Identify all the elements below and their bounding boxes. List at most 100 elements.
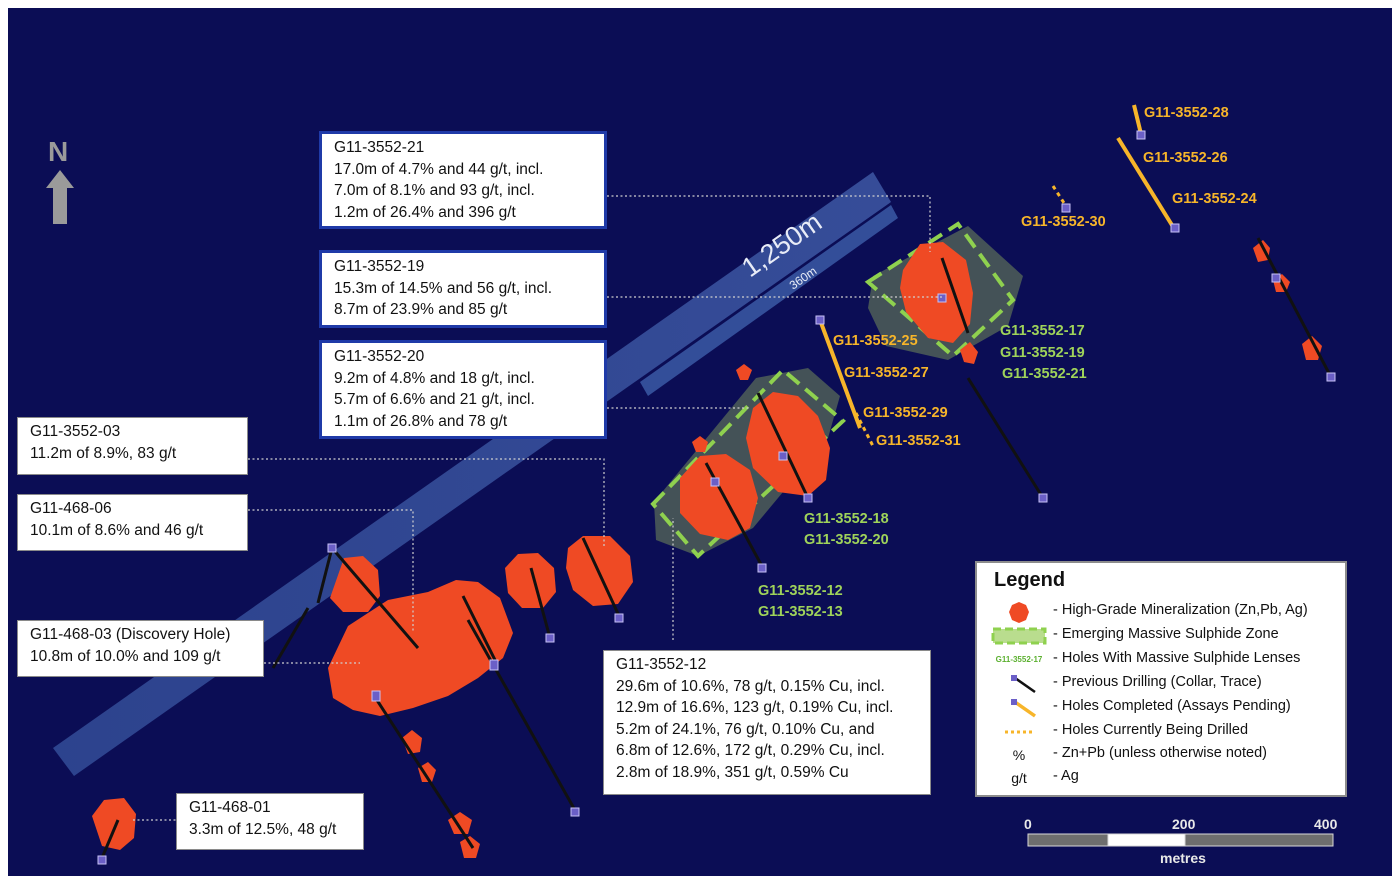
mineralization-blob xyxy=(680,454,758,540)
drill-trace xyxy=(316,547,334,604)
hole-label-g11-3552-20[interactable]: G11-3552-20 xyxy=(804,532,889,548)
drill-trace xyxy=(966,377,1045,499)
scale-tick-400: 400 xyxy=(1314,816,1338,832)
callout-g11-468-03[interactable]: G11-468-03 (Discovery Hole) 10.8m of 10.… xyxy=(17,620,264,677)
drill-trace xyxy=(271,607,310,669)
callout-line: 2.8m of 18.9%, 351 g/t, 0.59% Cu xyxy=(616,763,849,781)
drill-trace xyxy=(581,537,622,619)
mineralization-blob xyxy=(418,762,436,782)
hole-label-g11-3552-19[interactable]: G11-3552-19 xyxy=(1000,345,1085,361)
previous-drill-traces xyxy=(100,237,1333,859)
collar xyxy=(545,633,555,643)
completed-hole-symbol-icon xyxy=(989,697,1049,719)
callout-g11-3552-20[interactable]: G11-3552-20 9.2m of 4.8% and 18 g/t, inc… xyxy=(319,340,607,439)
callout-line: 1.1m of 26.8% and 78 g/t xyxy=(334,412,508,430)
hole-label-g11-3552-28[interactable]: G11-3552-28 xyxy=(1144,105,1229,121)
collar xyxy=(1170,223,1180,233)
hole-label-g11-3552-31[interactable]: G11-3552-31 xyxy=(876,433,961,449)
callout-g11-3552-12[interactable]: G11-3552-12 29.6m of 10.6%, 78 g/t, 0.15… xyxy=(603,650,931,795)
legend-item: - High-Grade Mineralization (Zn,Pb, Ag) xyxy=(977,601,1347,623)
callout-line: 12.9m of 16.6%, 123 g/t, 0.19% Cu, incl. xyxy=(616,699,894,716)
active-drilling-symbol-icon xyxy=(989,721,1049,743)
leader-line xyxy=(248,509,414,633)
legend-label: - Holes Currently Being Drilled xyxy=(1053,722,1249,738)
hole-label-g11-3552-17[interactable]: G11-3552-17 xyxy=(1000,323,1085,339)
leader-lines xyxy=(133,195,942,821)
sulphide-lens-label-symbol: G11-3552-17 xyxy=(995,655,1043,664)
callout-g11-3552-19[interactable]: G11-3552-19 15.3m of 14.5% and 56 g/t, i… xyxy=(319,250,607,328)
hole-label-g11-3552-30[interactable]: G11-3552-30 xyxy=(1021,214,1106,230)
scale-segment xyxy=(1027,833,1109,847)
callout-title: G11-468-03 (Discovery Hole) xyxy=(30,626,231,643)
gt-symbol: g/t xyxy=(1011,770,1027,786)
legend-label: - Previous Drilling (Collar, Trace) xyxy=(1053,674,1262,690)
drill-trace xyxy=(100,819,120,859)
callout-line: 17.0m of 4.7% and 44 g/t, incl. xyxy=(334,160,544,178)
callout-line: 11.2m of 8.9%, 83 g/t xyxy=(30,444,177,462)
legend-title: Legend xyxy=(994,569,1066,591)
callout-title: G11-468-06 xyxy=(30,500,112,517)
collar xyxy=(1271,273,1281,283)
hole-label-g11-3552-24[interactable]: G11-3552-24 xyxy=(1172,191,1257,207)
hole-label-g11-3552-13[interactable]: G11-3552-13 xyxy=(758,604,843,620)
hole-label-g11-3552-27[interactable]: G11-3552-27 xyxy=(844,365,929,381)
collar xyxy=(815,315,825,325)
hole-label-g11-3552-26[interactable]: G11-3552-26 xyxy=(1143,150,1228,166)
callout-line: 10.8m of 10.0% and 109 g/t xyxy=(30,647,221,665)
collar xyxy=(710,477,720,487)
callout-g11-468-06[interactable]: G11-468-06 10.1m of 8.6% and 46 g/t xyxy=(17,494,248,551)
mineralization-blob xyxy=(330,556,380,612)
callout-g11-3552-21[interactable]: G11-3552-21 17.0m of 4.7% and 44 g/t, in… xyxy=(319,131,607,229)
drilling-in-progress xyxy=(854,185,1068,449)
legend-label: - Ag xyxy=(1053,768,1079,784)
callout-line: 8.7m of 23.9% and 85 g/t xyxy=(334,301,508,318)
callout-title: G11-468-01 xyxy=(189,799,271,816)
callout-line: 7.0m of 8.1% and 93 g/t, incl. xyxy=(334,182,535,199)
previous-drilling-symbol-icon xyxy=(989,673,1049,695)
callout-g11-468-01[interactable]: G11-468-01 3.3m of 12.5%, 48 g/t xyxy=(176,793,364,850)
callout-line: 10.1m of 8.6% and 46 g/t xyxy=(30,521,204,539)
callout-title: G11-3552-20 xyxy=(334,348,425,365)
drill-trace xyxy=(330,547,420,649)
collar xyxy=(1136,130,1146,140)
completed-hole-trace xyxy=(1116,136,1177,232)
north-label: N xyxy=(48,136,69,167)
mineralization-blob xyxy=(460,836,480,858)
sulphide-zone-middle-dash xyxy=(650,367,847,559)
collar xyxy=(1061,203,1071,213)
callout-line: 9.2m of 4.8% and 18 g/t, incl. xyxy=(334,369,535,387)
drill-trace xyxy=(756,392,810,499)
active-drill-trace xyxy=(1051,185,1068,207)
hole-label-g11-3552-21[interactable]: G11-3552-21 xyxy=(1002,366,1087,382)
leader-line xyxy=(248,458,605,548)
trend-width-band xyxy=(640,205,898,396)
hole-label-g11-3552-18[interactable]: G11-3552-18 xyxy=(804,511,889,527)
collar xyxy=(614,613,624,623)
map-canvas[interactable]: 1,250m 360m xyxy=(8,8,1392,876)
hole-label-g11-3552-25[interactable]: G11-3552-25 xyxy=(833,333,918,349)
mineralization-blob xyxy=(692,436,708,452)
mineralization-blob xyxy=(960,342,978,364)
hole-label-g11-3552-12[interactable]: G11-3552-12 xyxy=(758,583,843,599)
collar xyxy=(1038,493,1048,503)
callout-line: 6.8m of 12.6%, 172 g/t, 0.29% Cu, incl. xyxy=(616,742,885,759)
legend-item: - Holes Completed (Assays Pending) xyxy=(977,697,1347,719)
collar xyxy=(97,855,107,865)
mineralization-blob xyxy=(328,580,513,716)
collar xyxy=(489,659,499,671)
callout-title: G11-3552-03 xyxy=(30,423,121,440)
active-drill-trace xyxy=(854,412,876,449)
collar xyxy=(937,293,947,303)
percent-symbol: % xyxy=(1012,747,1026,763)
mineralization-blob xyxy=(1253,240,1270,262)
legend-label: - High-Grade Mineralization (Zn,Pb, Ag) xyxy=(1053,602,1308,618)
collar xyxy=(778,451,788,461)
legend-item: g/t - Ag xyxy=(977,767,1347,789)
scale-bar xyxy=(1027,833,1334,847)
legend-label: - Holes Completed (Assays Pending) xyxy=(1053,698,1291,714)
hole-label-g11-3552-29[interactable]: G11-3552-29 xyxy=(863,405,948,421)
callout-g11-3552-03[interactable]: G11-3552-03 11.2m of 8.9%, 83 g/t xyxy=(17,417,248,475)
callout-line: 29.6m of 10.6%, 78 g/t, 0.15% Cu, incl. xyxy=(616,677,885,695)
mineralization-blob xyxy=(746,392,830,496)
zone-symbol-icon xyxy=(989,625,1049,647)
